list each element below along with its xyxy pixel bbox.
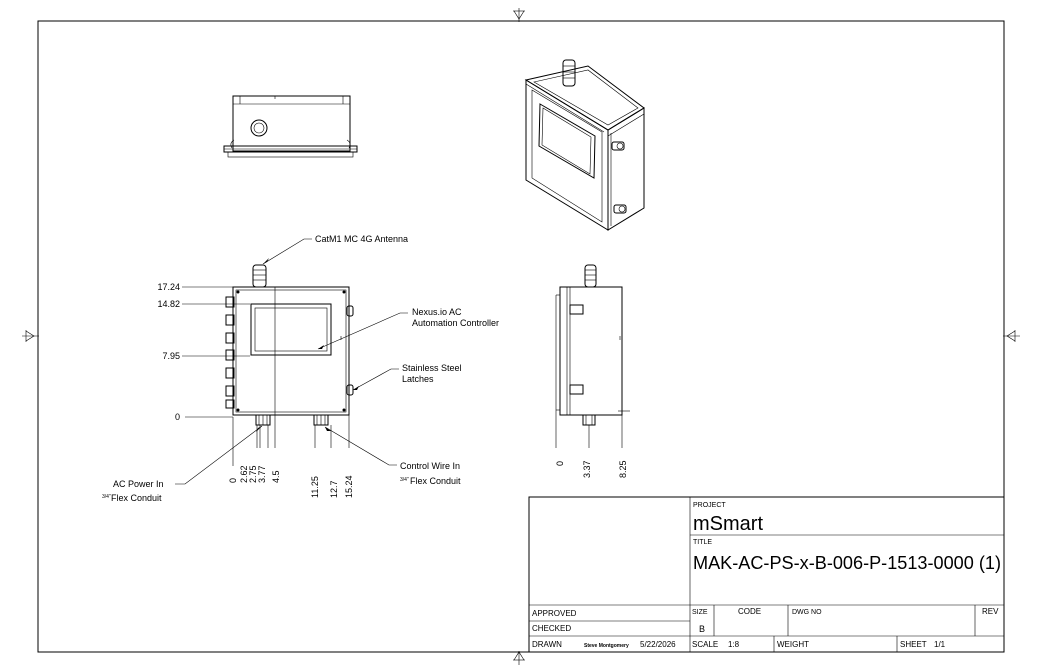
center-mark-top-icon: [513, 8, 525, 22]
isometric-view: [524, 59, 645, 231]
scale-label: SCALE: [692, 640, 718, 649]
title-value: MAK-AC-PS-x-B-006-P-1513-0000 (1): [693, 553, 1001, 573]
drawn-label: DRAWN: [532, 640, 562, 649]
checked-label: CHECKED: [532, 624, 571, 633]
dim-4-5: 4.5: [271, 470, 281, 483]
dim-12-7: 12.7: [329, 480, 339, 498]
drawn-date: 5/22/2026: [640, 640, 676, 649]
sheet-border: [37, 20, 1005, 653]
title-block: PROJECT mSmart TITLE MAK-AC-PS-x-B-006-P…: [528, 496, 1005, 653]
center-mark-right-icon: [1003, 330, 1020, 342]
dim-3-77: 3.77: [257, 465, 267, 483]
annotation-controller: Nexus.io AC Automation Controller: [317, 307, 499, 350]
ac-power-label-2: Flex Conduit: [111, 493, 162, 503]
front-horizontal-dimensions: 0 2.62 2.75 3.77 4.5 11.25 12.7 15.24: [228, 287, 354, 498]
latches-label-1: Stainless Steel: [402, 363, 462, 373]
size-label: SIZE: [692, 609, 708, 616]
side-dim-0: 0: [555, 461, 565, 466]
drawn-by: Steve Montgomery: [584, 643, 629, 649]
control-wire-label-1: Control Wire In: [400, 461, 460, 471]
side-view: [555, 264, 623, 426]
control-wire-fraction: 3/4": [400, 477, 409, 483]
side-dim-8-25: 8.25: [618, 460, 628, 478]
dim-14-82: 14.82: [157, 299, 180, 309]
controller-label-1: Nexus.io AC: [412, 307, 462, 317]
ac-power-fraction: 3/4": [102, 494, 111, 500]
control-wire-label-2: Flex Conduit: [410, 476, 461, 486]
annotation-latches: Stainless Steel Latches: [352, 363, 462, 391]
annotation-antenna: CatM1 MC 4G Antenna: [262, 234, 408, 265]
top-view: [223, 95, 358, 158]
front-vertical-dimensions: 17.24 14.82 7.95 0: [157, 282, 252, 422]
title-label: TITLE: [693, 539, 712, 546]
dim-17-24: 17.24: [157, 282, 180, 292]
dim-15-24: 15.24: [344, 475, 354, 498]
dim-11-25: 11.25: [310, 476, 320, 498]
dim-0-vertical: 0: [175, 412, 180, 422]
side-dim-3-37: 3.37: [582, 460, 592, 478]
dwg-label: DWG NO: [792, 609, 822, 616]
approved-label: APPROVED: [532, 609, 577, 618]
dim-7-95: 7.95: [162, 351, 180, 361]
weight-label: WEIGHT: [777, 640, 809, 649]
center-mark-left-icon: [22, 330, 39, 342]
dim-0-horizontal: 0: [228, 478, 238, 483]
project-label: PROJECT: [693, 502, 726, 509]
sheet-value: 1/1: [934, 640, 946, 649]
dim-2-75: 2.75: [248, 465, 258, 483]
annotation-ac-power: AC Power In 3/4" Flex Conduit: [102, 425, 263, 503]
dim-2-62: 2.62: [239, 465, 249, 483]
controller-label-2: Automation Controller: [412, 318, 499, 328]
latches-label-2: Latches: [402, 374, 434, 384]
annotation-control-wire: Control Wire In 3/4" Flex Conduit: [324, 426, 461, 486]
size-value: B: [699, 624, 705, 634]
ac-power-label-1: AC Power In: [113, 479, 164, 489]
center-mark-bottom-icon: [513, 651, 525, 665]
scale-value: 1:8: [728, 640, 740, 649]
antenna-label: CatM1 MC 4G Antenna: [315, 234, 408, 244]
side-horizontal-dimensions: 0 3.37 8.25: [555, 410, 630, 478]
sheet-label: SHEET: [900, 640, 927, 649]
code-label: CODE: [738, 607, 761, 616]
project-value: mSmart: [693, 513, 763, 535]
front-view: [225, 264, 354, 426]
rev-label: REV: [982, 607, 999, 616]
